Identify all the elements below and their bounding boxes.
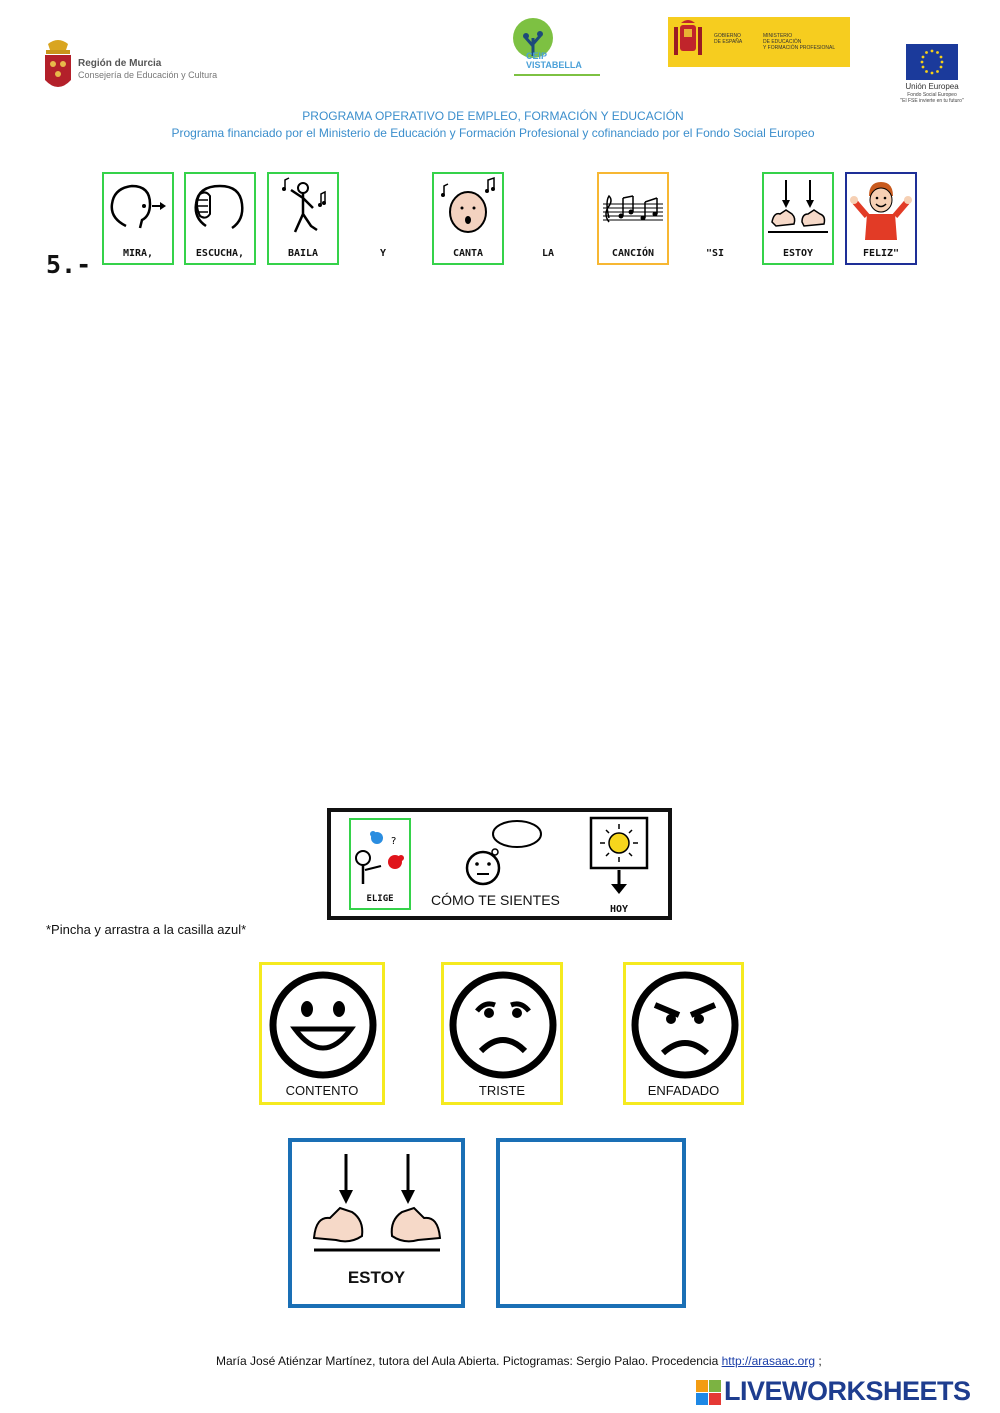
card-feliz: FELIZ" <box>845 172 917 265</box>
card-escucha-label: ESCUCHA, <box>195 248 245 259</box>
happy-face-icon <box>269 971 377 1079</box>
how-do-you-feel-text: CÓMO TE SIENTES <box>431 892 560 908</box>
ue-fund: Fondo Social Europeo "El FSE invierte en… <box>892 92 972 104</box>
ceip-label: CEIP VISTABELLA <box>526 52 582 70</box>
angry-face-icon <box>631 971 739 1079</box>
gobierno-line1: GOBIERNO <box>714 33 741 39</box>
dancer-icon <box>282 177 326 233</box>
gobierno-line2: DE ESPAÑA <box>714 39 743 45</box>
option-triste-label: TRISTE <box>478 1083 526 1098</box>
instruction-board: ? ELIGE CÓMO TE SIENTES HOY <box>327 808 672 920</box>
hands-down-icon <box>768 180 828 233</box>
card-canta-label: CANTA <box>452 248 484 259</box>
card-cancion-label: CANCIÓN <box>611 248 655 259</box>
card-hoy: HOY <box>589 816 649 916</box>
gobierno-espana-logo: GOBIERNO DE ESPAÑA MINISTERIO DE EDUCACI… <box>668 17 850 67</box>
exercise-number: 5.- <box>46 250 92 279</box>
word-la: LA <box>542 248 555 259</box>
option-enfadado-label: ENFADADO <box>647 1083 720 1098</box>
card-estoy-label: ESTOY <box>782 248 814 259</box>
card-elige: ? ELIGE <box>349 818 411 910</box>
card-mira-label: MIRA, <box>122 248 154 259</box>
eye-look-icon <box>110 184 166 229</box>
murcia-consejeria: Consejería de Educación y Cultura <box>78 70 218 80</box>
arasaac-link[interactable]: http://arasaac.org <box>721 1354 815 1368</box>
murcia-name: Región de Murcia <box>78 58 162 69</box>
ue-name: Unión Europea <box>905 82 959 91</box>
option-enfadado[interactable]: ENFADADO <box>623 962 744 1105</box>
choose-icon: ? <box>355 831 404 884</box>
estoy-card: ESTOY <box>288 1138 465 1308</box>
card-mira: MIRA, <box>102 172 174 265</box>
liveworksheets-text: LIVEWORKSHEETS <box>724 1376 971 1406</box>
ceip-label-line1: CEIP <box>526 51 548 61</box>
union-europea-logo: Unión Europea Fondo Social Europeo "El F… <box>892 44 972 108</box>
svg-text:?: ? <box>391 836 396 847</box>
word-y: Y <box>380 248 387 259</box>
ministerio-text: MINISTERIO DE EDUCACIÓN Y FORMACIÓN PROF… <box>763 33 835 51</box>
hands-down-icon <box>312 1154 442 1252</box>
sad-face-icon <box>449 971 557 1079</box>
tree-icon <box>513 18 600 76</box>
liveworksheets-badge-icon <box>696 1380 721 1405</box>
music-notes-icon <box>603 194 663 223</box>
ministerio-line2: DE EDUCACIÓN <box>763 39 802 45</box>
liveworksheets-logo[interactable]: LIVEWORKSHEETS <box>696 1374 996 1408</box>
singing-face-icon <box>441 176 495 233</box>
card-canta: CANTA <box>432 172 504 265</box>
estoy-card-label: ESTOY <box>347 1268 406 1287</box>
card-elige-label: ELIGE <box>366 894 394 904</box>
murcia-crest-icon <box>45 40 71 87</box>
option-contento[interactable]: CONTENTO <box>259 962 385 1105</box>
program-title: PROGRAMA OPERATIVO DE EMPLEO, FORMACIÓN … <box>302 109 684 123</box>
ear-listen-icon <box>194 184 244 230</box>
ministerio-line1: MINISTERIO <box>763 33 793 39</box>
card-estoy: ESTOY <box>762 172 834 265</box>
credits-line: María José Atiénzar Martínez, tutora del… <box>216 1354 822 1368</box>
ministerio-line3: Y FORMACIÓN PROFESIONAL <box>763 45 836 51</box>
option-triste[interactable]: TRISTE <box>441 962 563 1105</box>
card-hoy-label: HOY <box>609 904 629 915</box>
card-cancion: CANCIÓN <box>597 172 669 265</box>
drag-instruction: *Pincha y arrastra a la casilla azul* <box>46 922 247 937</box>
program-subtitle: Programa financiado por el Ministerio de… <box>171 126 815 140</box>
gobierno-text: GOBIERNO DE ESPAÑA <box>714 33 742 45</box>
credits-tail: ; <box>815 1354 822 1368</box>
drop-target-box[interactable] <box>496 1138 686 1308</box>
region-murcia-logo: Región de Murcia Consejería de Educación… <box>42 38 217 100</box>
ue-fund-line: Fondo Social Europeo <box>907 92 957 98</box>
spain-coat-of-arms-icon <box>674 20 702 55</box>
thinking-face-icon <box>465 820 542 886</box>
happy-child-icon <box>850 182 912 240</box>
card-baila: BAILA <box>267 172 339 265</box>
ceip-vistabella-logo: CEIP VISTABELLA <box>506 16 606 80</box>
sun-today-icon <box>589 816 649 894</box>
eu-flag-icon <box>906 44 958 80</box>
word-si: "SI <box>706 248 725 259</box>
card-escucha: ESCUCHA, <box>184 172 256 265</box>
credits-text: María José Atiénzar Martínez, tutora del… <box>216 1354 719 1368</box>
card-baila-label: BAILA <box>287 248 319 259</box>
ue-motto-line: "El FSE invierte en tu futuro" <box>900 98 964 104</box>
card-feliz-label: FELIZ" <box>862 248 900 259</box>
ceip-label-line2: VISTABELLA <box>526 60 582 70</box>
option-contento-label: CONTENTO <box>285 1083 359 1098</box>
